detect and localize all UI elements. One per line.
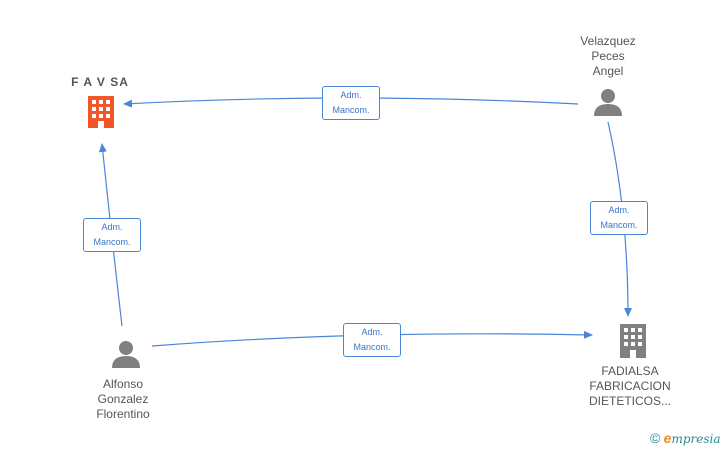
- edge-label-alfonso-favsa: Adm. Mancom.: [83, 218, 141, 252]
- person-label-alfonso[interactable]: Alfonso Gonzalez Florentino: [96, 377, 150, 421]
- person-label-velazquez[interactable]: Velazquez Peces Angel: [580, 34, 636, 78]
- edge-label-velazquez-favsa: Adm. Mancom.: [322, 86, 380, 120]
- brand-name: mpresia: [671, 432, 721, 446]
- building-icon[interactable]: [620, 324, 646, 358]
- building-icon[interactable]: [88, 96, 114, 128]
- company-label-fadialsa[interactable]: FADIALSA FABRICACION DIETETICOS...: [588, 364, 671, 408]
- copyright-symbol: ©: [650, 430, 661, 446]
- person-icon[interactable]: [112, 341, 140, 368]
- brand-initial: e: [663, 430, 672, 446]
- edge-label-velazquez-fadialsa: Adm. Mancom.: [590, 201, 648, 235]
- company-label-favsa[interactable]: F A V SA: [71, 75, 129, 89]
- edge-label-alfonso-fadialsa: Adm. Mancom.: [343, 323, 401, 357]
- person-icon[interactable]: [594, 89, 622, 116]
- empresia-watermark: © empresia: [650, 430, 721, 446]
